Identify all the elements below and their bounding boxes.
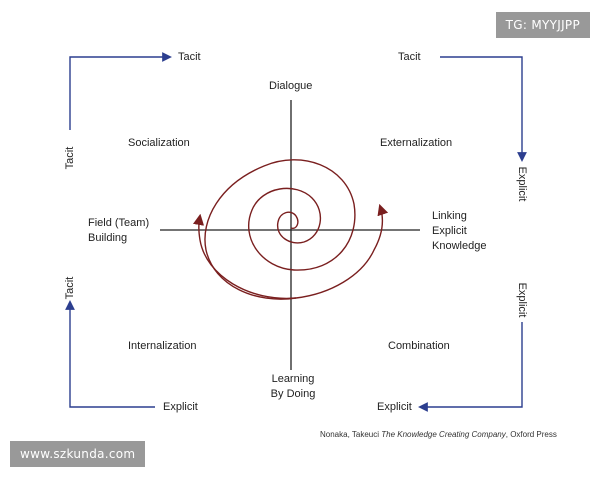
axis-bottom-line1: Learning (271, 373, 315, 385)
corner-top-right-v: Explicit (516, 166, 528, 202)
axis-left-field-building: Field (Team) Building (88, 216, 149, 246)
citation-book: The Knowledge Creating Company (381, 430, 506, 439)
axis-top-dialogue: Dialogue (269, 80, 313, 92)
corner-bottom-right-h: Explicit (377, 401, 412, 413)
axis-right-linking: Linking Explicit Knowledge (432, 209, 486, 254)
corner-bottom-right-v: Explicit (516, 282, 528, 318)
top-left-arrow (69, 52, 172, 130)
axis-right-line2: Explicit (432, 225, 467, 237)
quadrant-externalization: Externalization (380, 137, 453, 149)
corner-top-right-h: Tacit (398, 51, 421, 63)
corner-bottom-left-h: Explicit (163, 401, 198, 413)
citation: Nonaka, Takeuci The Knowledge Creating C… (320, 430, 557, 439)
corner-top-left-v: Tacit (64, 146, 76, 170)
axis-left-line1: Field (Team) (88, 217, 150, 229)
citation-publisher: , Oxford Press (505, 430, 557, 439)
axis-bottom-learning: Learning By Doing (270, 372, 316, 402)
corner-bottom-left-v: Tacit (64, 276, 76, 300)
quadrant-socialization: Socialization (128, 137, 190, 149)
corner-top-left-h: Tacit (178, 51, 201, 63)
quadrant-combination: Combination (388, 340, 450, 352)
watermark-top-right: TG: MYYJJPP (495, 12, 590, 38)
axis-left-line2: Building (88, 232, 128, 244)
top-right-arrow (440, 56, 527, 162)
watermark-bottom-left: www.szkunda.com (10, 441, 146, 467)
citation-authors: Nonaka, Takeuci (320, 430, 382, 439)
quadrant-internalization: Internalization (128, 340, 197, 352)
bottom-left-arrow (65, 300, 155, 408)
spiral-tail (193, 213, 297, 300)
axis-right-line3: Knowledge (432, 240, 487, 252)
axis-right-line1: Linking (432, 210, 467, 222)
axis-bottom-line2: By Doing (270, 388, 316, 400)
bottom-right-arrow (418, 322, 523, 412)
